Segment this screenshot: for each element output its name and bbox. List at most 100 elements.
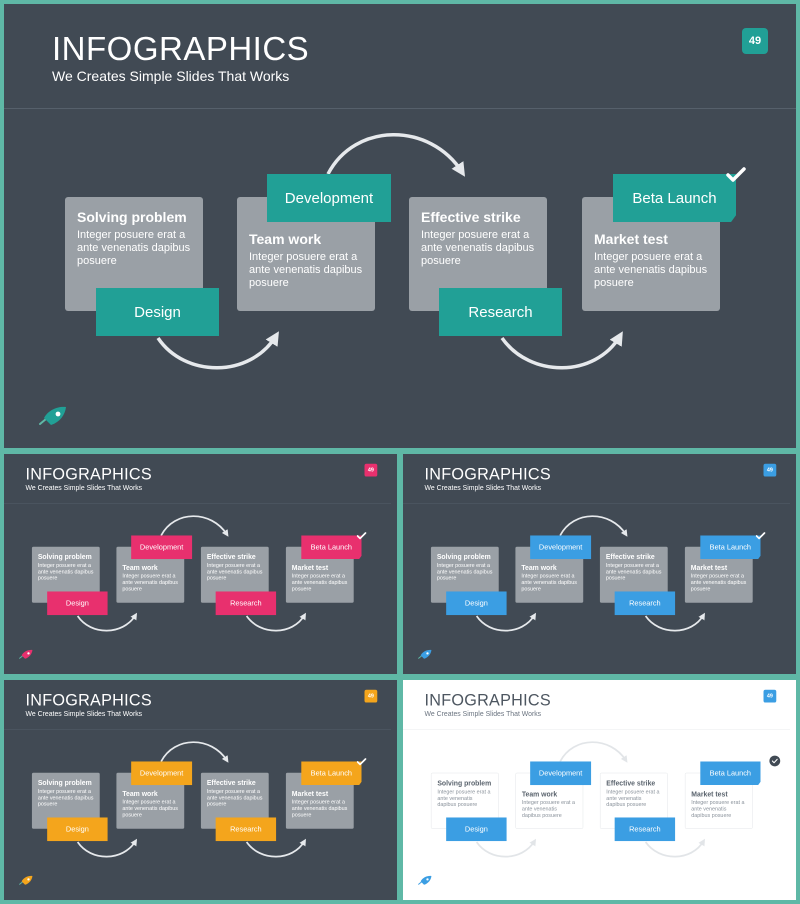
step-body: Integer posuere erat a ante venenatis da… [421,229,535,267]
step-body: Integer posuere erat a ante venenatis da… [122,799,178,818]
tag-beta-launch: Beta Launch [613,174,736,222]
step-title: Market test [690,563,728,572]
tag-research: Research [614,591,676,616]
step-body: Integer posuere erat a ante venenatis da… [37,788,94,808]
tag-design: Design [446,817,507,842]
step-title: Effective strike [421,209,521,225]
step-body: Integer posuere erat a ante venenatis da… [521,573,577,592]
step-title: Effective strike [206,552,256,561]
header-divider [4,108,796,109]
arrow-research-to-market [245,612,306,632]
step-title: Effective strike [206,778,256,787]
flow-arrows [156,133,623,370]
slide-content: INFOGRAPHICS We Creates Simple Slides Th… [4,680,393,897]
step-title: Team work [122,563,158,572]
arrow-research-to-market [245,838,306,858]
tag-research: Research [215,817,277,842]
rocket-icon [39,406,66,425]
slide-variant-1[interactable]: INFOGRAPHICS We Creates Simple Slides Th… [4,4,796,448]
arrow-development-to-effective [559,741,628,763]
flow-arrows [475,515,705,632]
tag-beta-launch: Beta Launch [700,761,761,786]
step-title: Effective strike [606,779,656,788]
step-body: Integer posuere erat a ante venenatis da… [594,251,708,289]
slide-content: INFOGRAPHICS We Creates Simple Slides Th… [403,454,792,671]
arrow-development-to-effective [160,515,229,537]
step-body: Integer posuere erat a ante venenatis da… [291,573,348,592]
arrow-research-to-market [644,838,705,858]
arrow-research-to-market [644,612,705,632]
arrow-research-to-market [500,331,623,370]
step-body: Integer posuere erat a ante venenatis da… [77,229,191,267]
checkmark-icon [726,167,746,182]
checkmark-icon [356,758,367,766]
step-title: Team work [249,231,322,247]
slide-variant-4[interactable]: INFOGRAPHICS We Creates Simple Slides Th… [4,680,397,900]
step-title: Market test [594,231,668,247]
slide-number-badge: 49 [763,463,777,477]
rocket-icon [418,875,432,885]
rocket-icon [19,875,33,885]
step-body: Integer posuere erat a ante venenatis da… [690,573,747,592]
step-body: Integer posuere erat a ante venenatis da… [521,799,575,819]
slide-title: INFOGRAPHICS [424,690,551,709]
arrow-development-to-effective [160,741,229,763]
slide-variant-3[interactable]: INFOGRAPHICS We Creates Simple Slides Th… [403,454,796,674]
slide-title: INFOGRAPHICS [25,690,152,709]
arrow-design-to-teamwork [76,838,138,858]
slide-subtitle: We Creates Simple Slides That Works [25,483,143,492]
tag-design: Design [96,288,219,336]
step-title: Solving problem [37,552,92,561]
tag-beta-launch: Beta Launch [301,761,362,786]
flow-arrows [76,515,306,632]
step-title: Team work [122,789,158,798]
slide-variant-2[interactable]: INFOGRAPHICS We Creates Simple Slides Th… [4,454,397,674]
slide-number-badge: 49 [364,463,378,477]
step-body: Integer posuere erat a ante venenatis da… [37,562,94,582]
tag-development: Development [530,761,592,786]
arrow-design-to-teamwork [156,331,279,370]
checkmark-icon [755,532,766,540]
arrow-design-to-teamwork [76,612,138,632]
slide-content: INFOGRAPHICS We Creates Simple Slides Th… [403,680,792,897]
arrow-development-to-effective [326,133,466,177]
slide-title: INFOGRAPHICS [424,464,551,483]
checkmark-icon [769,755,781,767]
step-title: Team work [521,563,557,572]
slide-number-badge: 49 [763,689,777,703]
tag-research: Research [614,817,676,842]
slide-content: INFOGRAPHICS We Creates Simple Slides Th… [4,454,393,671]
step-title: Solving problem [437,779,492,788]
slide-subtitle: We Creates Simple Slides That Works [424,483,542,492]
step-title: Market test [291,789,329,798]
tag-design: Design [47,591,108,616]
slide-title: INFOGRAPHICS [52,30,310,67]
slide-variant-5[interactable]: INFOGRAPHICS We Creates Simple Slides Th… [403,680,796,900]
step-body: Integer posuere erat a ante venenatis da… [122,573,178,592]
step-body: Integer posuere erat a ante venenatis da… [291,799,348,818]
step-body: Integer posuere erat a ante venenatis da… [437,788,491,808]
step-title: Effective strike [605,552,655,561]
step-body: Integer posuere erat a ante venenatis da… [605,562,662,582]
slide-number-badge: 49 [364,689,378,703]
tag-development: Development [267,174,391,222]
arrow-design-to-teamwork [475,612,537,632]
step-body: Integer posuere erat a ante venenatis da… [436,562,493,582]
rocket-icon [19,649,33,659]
tag-design: Design [47,817,108,842]
tag-development: Development [131,761,193,786]
step-body: Integer posuere erat a ante venenatis da… [249,251,363,289]
tag-development: Development [131,535,193,560]
tag-beta-launch: Beta Launch [700,535,761,560]
tag-design: Design [446,591,507,616]
tag-development: Development [530,535,592,560]
tag-beta-launch: Beta Launch [301,535,362,560]
slide-subtitle: We Creates Simple Slides That Works [25,709,143,718]
step-body: Integer posuere erat a ante venenatis da… [606,788,660,808]
arrow-development-to-effective [559,515,628,537]
step-title: Solving problem [37,778,92,787]
step-body: Integer posuere erat a ante venenatis da… [206,788,263,808]
step-title: Solving problem [77,209,187,225]
slide-number-badge: 49 [742,28,768,54]
step-body: Integer posuere erat a ante venenatis da… [691,799,745,819]
